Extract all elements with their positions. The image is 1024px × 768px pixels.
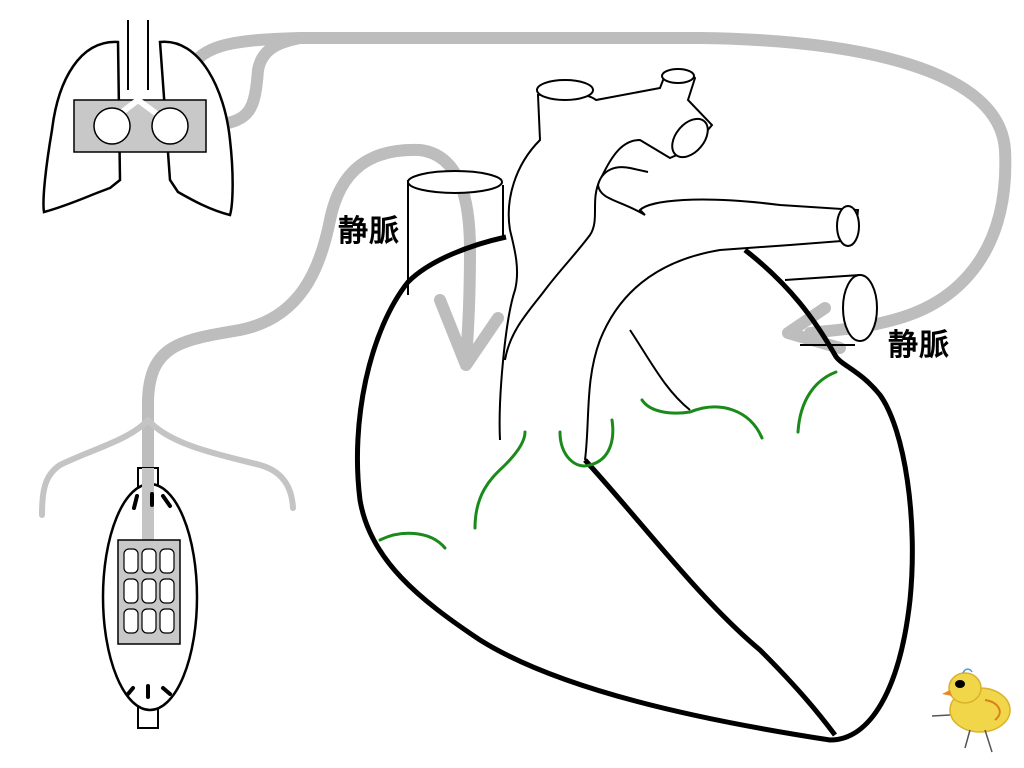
vein-path-lung-link (212, 32, 306, 131)
aorta-branch-2 (661, 68, 695, 84)
heart-outline (354, 234, 915, 743)
chick-legs (931, 714, 993, 753)
chick-icon (931, 668, 1011, 753)
limb-veins (39, 417, 296, 518)
vein-path-top (182, 32, 1012, 339)
vena-cava-top (407, 170, 503, 194)
trachea (127, 20, 149, 90)
pulmonary-vessel-end (836, 205, 860, 247)
organ-cells (123, 548, 175, 634)
aorta-branch-1 (536, 79, 594, 101)
vena-cava-cylinder (407, 180, 504, 295)
vein-flow-paths (142, 32, 1012, 511)
vein-path-middle (142, 143, 476, 511)
bronchus-left (93, 107, 131, 145)
inner-line (629, 329, 691, 411)
limb-vein-left (39, 417, 151, 518)
arrow-heads (434, 294, 846, 371)
septum-line (583, 458, 837, 737)
chick-head (948, 672, 982, 704)
heart-icon (354, 68, 915, 743)
bronchus-right (151, 107, 189, 145)
aorta-branch-3 (671, 117, 709, 159)
limb-vein-right (145, 417, 296, 511)
lungs-icon (42, 20, 234, 217)
arrow-icon (434, 294, 504, 371)
organ-ticks (126, 492, 172, 699)
kidney-icon (101, 467, 199, 729)
pulmonary-artery (584, 166, 860, 461)
vein-label-left: 静脈 (338, 214, 400, 249)
chick-wing (984, 699, 1001, 721)
pulmonary-vein (784, 274, 861, 346)
chick-crest (962, 668, 973, 674)
vein-label-right: 静脈 (888, 328, 950, 363)
coronary-arteries (378, 370, 838, 550)
chick-beak (942, 690, 952, 696)
chick-eye (955, 680, 965, 688)
pulmonary-vein-end (842, 274, 878, 342)
